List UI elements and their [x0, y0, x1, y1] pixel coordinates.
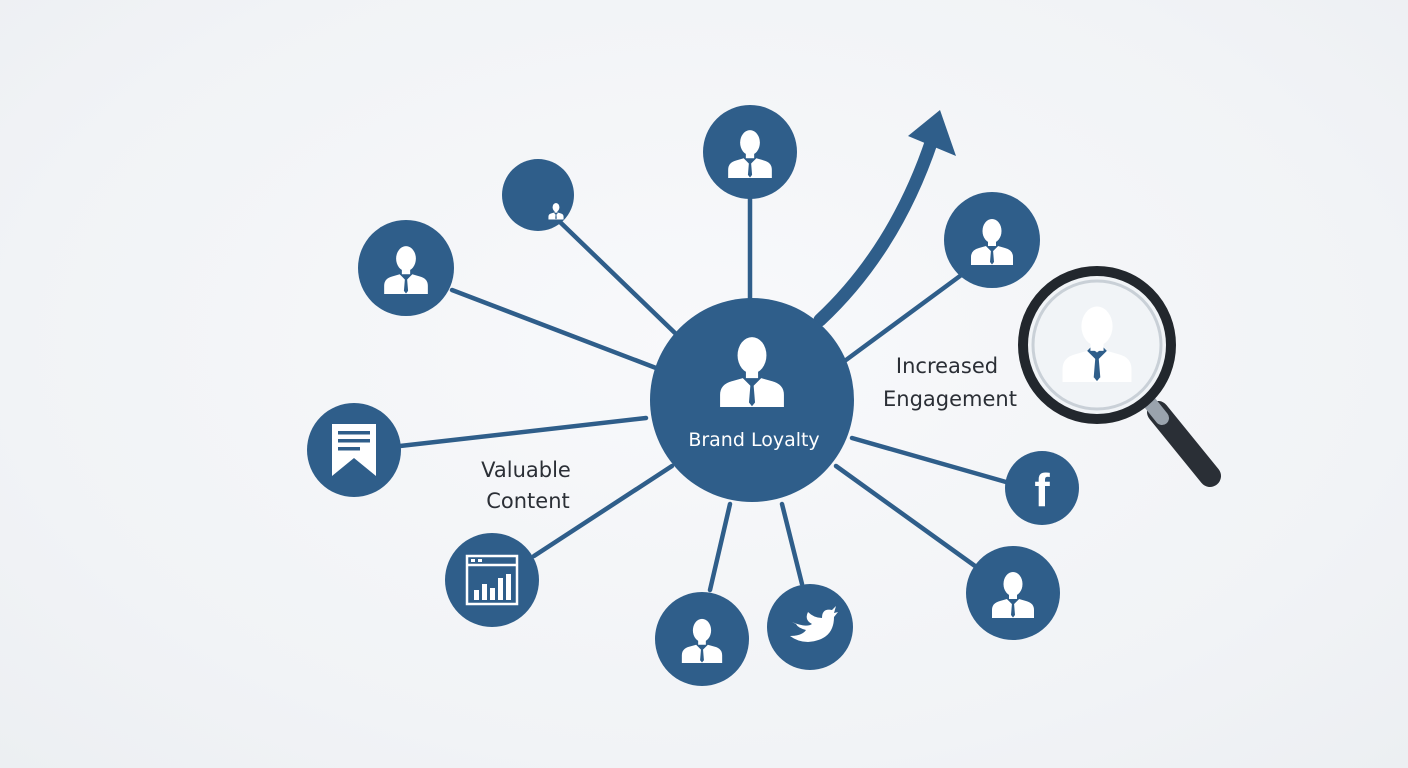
node-document[interactable] [307, 403, 401, 497]
label-line: Increased [896, 354, 998, 378]
bar-chart-window-icon [465, 554, 519, 606]
label-line: Engagement [883, 387, 1017, 411]
label-increased-engagement: Increased Engagement [883, 354, 1017, 411]
connector-line [707, 501, 733, 593]
magnifying-glass-icon[interactable] [1018, 266, 1221, 487]
connector-line [843, 273, 963, 363]
center-label: Brand Loyalty [688, 429, 819, 451]
label-line: Valuable [481, 458, 571, 482]
node-twitter[interactable] [767, 584, 853, 670]
document-icon [332, 424, 376, 476]
center-node[interactable]: Brand Loyalty [650, 298, 854, 502]
node-person-lower-right[interactable] [966, 546, 1060, 640]
connector-line [449, 287, 659, 371]
facebook-icon: f [1034, 464, 1050, 516]
node-person-upper-left[interactable] [358, 220, 454, 316]
label-line: Content [486, 489, 570, 513]
connector-line [849, 435, 1009, 485]
connector-lines [397, 195, 1009, 593]
node-facebook[interactable]: f [1005, 451, 1079, 525]
connector-line [397, 415, 649, 449]
node-analytics[interactable] [445, 533, 539, 627]
node-person-top[interactable] [703, 105, 797, 199]
label-valuable-content: Valuable Content [481, 458, 571, 513]
growth-arrow-icon [813, 110, 956, 327]
connector-line [557, 219, 679, 337]
connector-line [779, 501, 805, 587]
connector-line [833, 463, 978, 569]
node-person-bottom[interactable] [655, 592, 749, 686]
node-person-small[interactable] [502, 159, 574, 231]
connector-line [531, 463, 675, 559]
node-person-upper-right[interactable] [944, 192, 1040, 288]
twitter-bird-icon [790, 606, 838, 642]
